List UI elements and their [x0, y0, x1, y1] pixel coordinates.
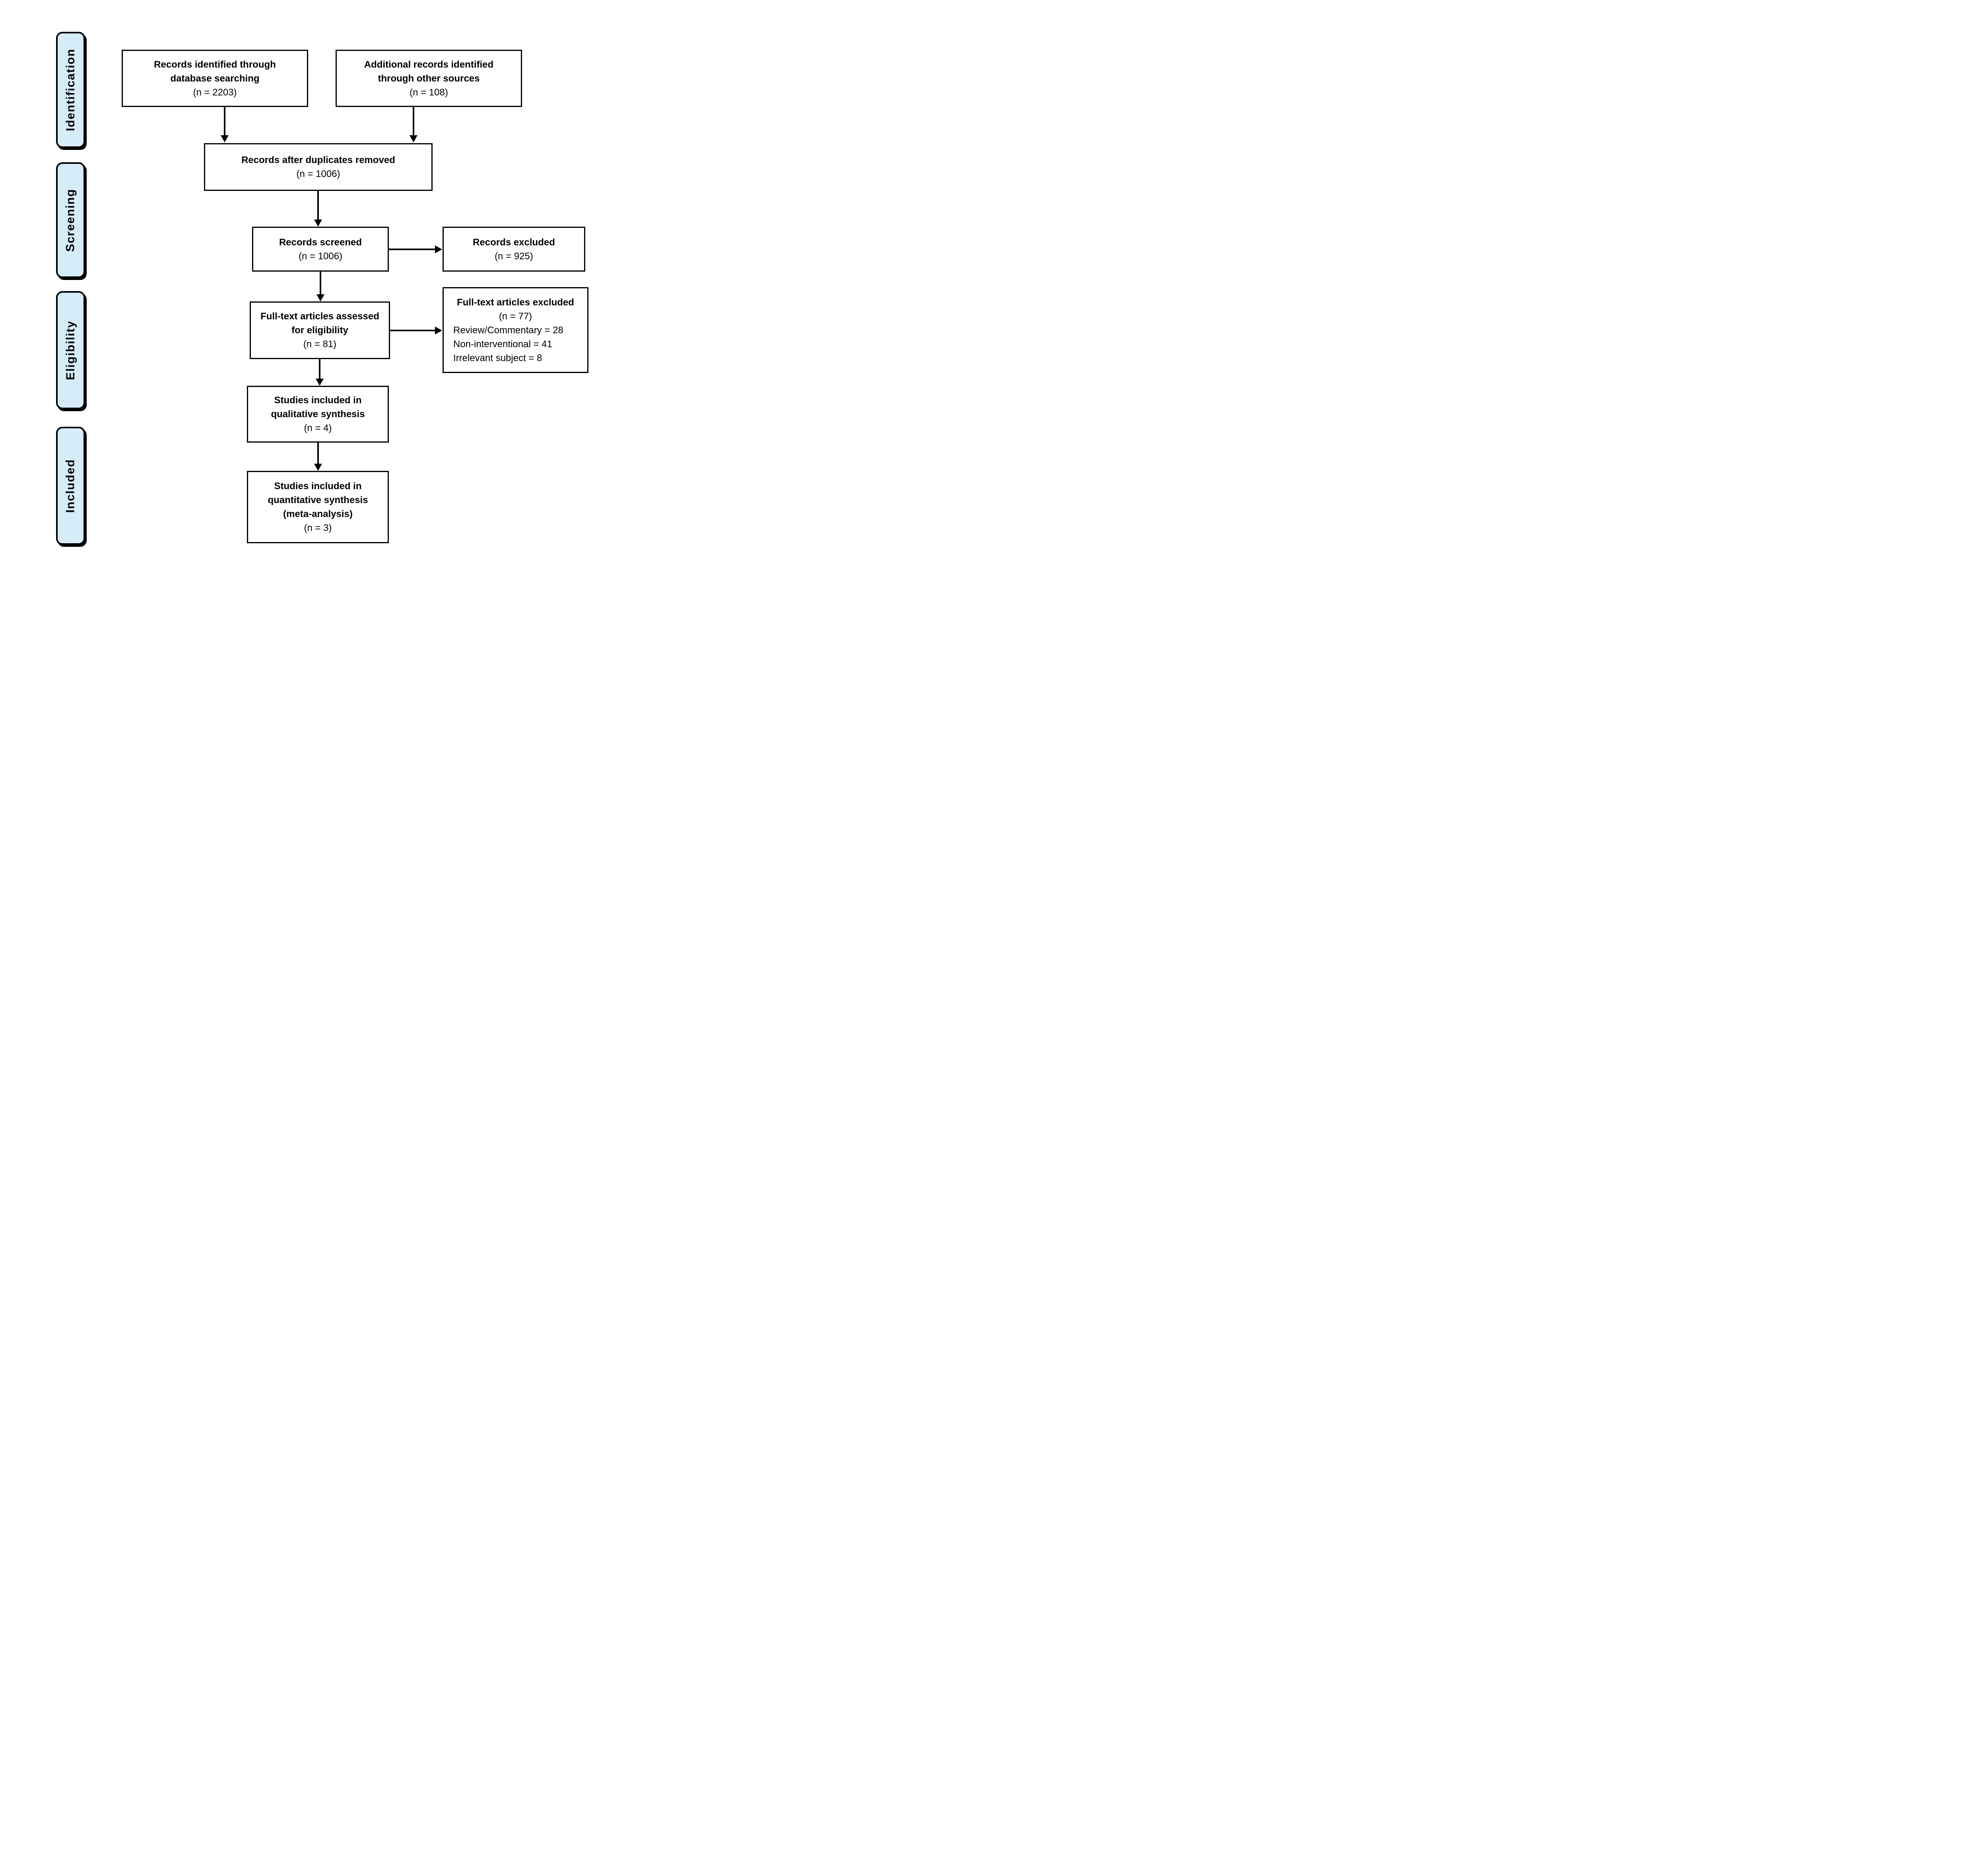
box-title-line: Additional records identified [364, 59, 494, 70]
arrow-dedup-to-screened [317, 191, 319, 220]
stage-label-text: Screening [64, 189, 77, 252]
box-count: (n = 925) [495, 251, 533, 262]
arrow-qualitative-to-quantitative [317, 443, 319, 464]
box-title-line: database searching [170, 73, 260, 84]
box-title-line: Records after duplicates removed [241, 155, 395, 165]
box-title-line: for eligibility [291, 325, 348, 336]
box-additional-records: Additional records identified through ot… [336, 50, 522, 107]
box-title-line: through other sources [378, 73, 480, 84]
stage-label-included: Included [56, 427, 85, 545]
box-count: (n = 4) [304, 423, 332, 433]
exclusion-reason: Irrelevant subject = 8 [453, 352, 542, 363]
box-title-line: Studies included in [274, 395, 362, 406]
box-count: (n = 81) [303, 339, 337, 350]
arrow-fulltext-to-fulltext-excluded [390, 330, 435, 331]
arrow-identified-to-dedup [224, 107, 225, 136]
box-title-line: Records identified through [154, 59, 276, 70]
box-count: (n = 2203) [193, 87, 237, 98]
box-title-line: Studies included in [274, 481, 362, 492]
box-title-line: quantitative synthesis [268, 495, 368, 505]
exclusion-reason: Non-interventional = 41 [453, 338, 552, 350]
box-count: (n = 77) [499, 311, 532, 322]
box-title-line: Records excluded [473, 237, 555, 248]
box-title-line: Records screened [279, 237, 362, 248]
stage-label-identification: Identification [56, 32, 85, 148]
box-records-identified: Records identified through database sear… [122, 50, 308, 107]
box-title-line: Full-text articles excluded [457, 297, 574, 308]
box-count: (n = 1006) [298, 251, 343, 262]
box-count: (n = 3) [304, 523, 332, 533]
box-count: (n = 1006) [296, 169, 340, 179]
stage-label-eligibility: Eligibility [56, 291, 85, 409]
arrow-screened-to-fulltext [320, 272, 321, 295]
box-fulltext-assessed: Full-text articles assessed for eligibil… [250, 301, 390, 359]
box-qualitative-synthesis: Studies included in qualitative synthesi… [247, 386, 389, 443]
arrow-additional-to-dedup [413, 107, 414, 136]
box-fulltext-excluded: Full-text articles excluded (n = 77) Rev… [443, 287, 588, 373]
box-records-screened: Records screened (n = 1006) [252, 227, 389, 272]
box-title-line: qualitative synthesis [271, 409, 365, 420]
box-records-excluded: Records excluded (n = 925) [443, 227, 585, 272]
box-title-line: (meta-analysis) [283, 509, 353, 519]
prisma-flow-diagram: Identification Screening Eligibility Inc… [0, 0, 623, 581]
arrow-fulltext-to-qualitative [319, 359, 320, 379]
stage-label-text: Eligibility [64, 320, 77, 380]
stage-label-screening: Screening [56, 162, 85, 278]
stage-label-text: Identification [64, 49, 77, 131]
box-quantitative-synthesis: Studies included in quantitative synthes… [247, 471, 389, 543]
box-title-line: Full-text articles assessed [260, 311, 379, 322]
exclusion-reason: Review/Commentary = 28 [453, 325, 563, 336]
stage-label-text: Included [64, 459, 77, 513]
arrow-screened-to-excluded [389, 249, 435, 250]
box-records-deduplicated: Records after duplicates removed (n = 10… [204, 143, 433, 191]
box-count: (n = 108) [410, 87, 448, 98]
